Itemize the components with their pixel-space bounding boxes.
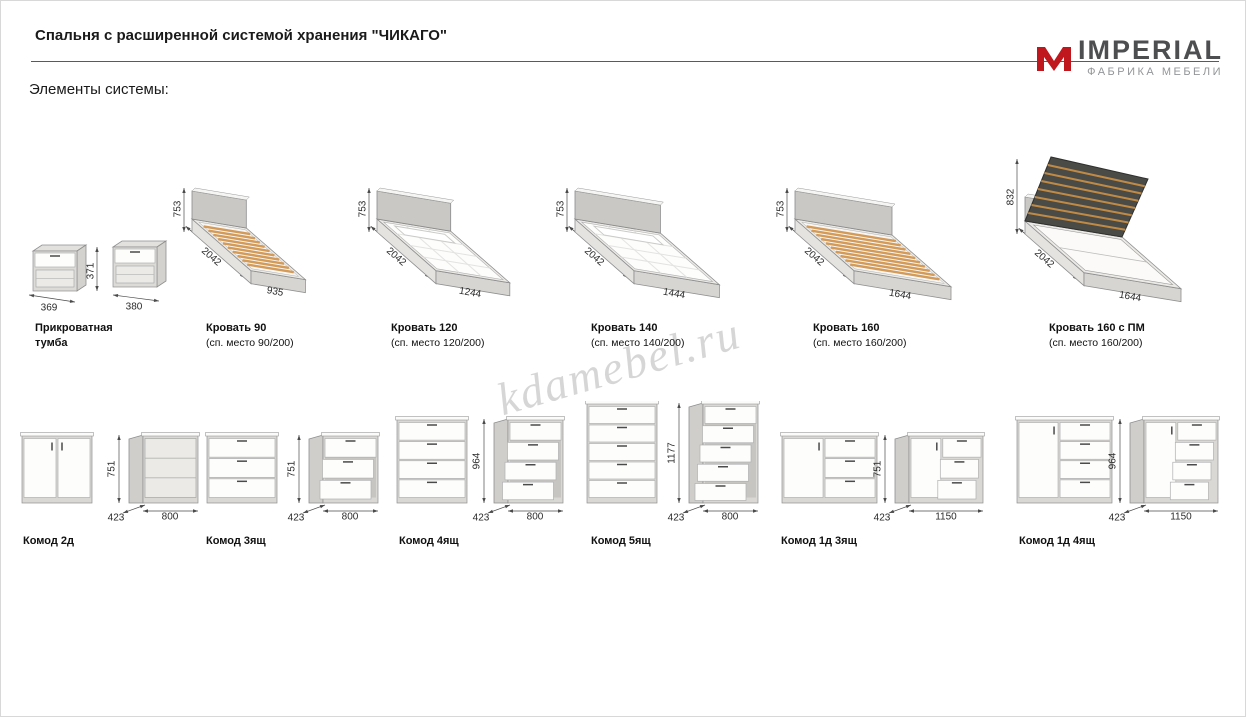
- dim-depth: 423: [472, 512, 490, 524]
- dim-depth: 423: [107, 512, 125, 524]
- dim-height: 371: [85, 262, 97, 280]
- dim-width: 1150: [1170, 511, 1192, 523]
- dim-width: 800: [341, 511, 359, 523]
- dim-height: 753: [357, 200, 369, 218]
- dim-height: 751: [106, 460, 118, 478]
- item-name: Комод 2д: [23, 535, 74, 547]
- dim-width: 800: [526, 511, 544, 523]
- chest-5dr-drawing: [585, 401, 760, 514]
- catalog-item-chest-1d3dr: 751 423 1150 Комод 1д 3ящ: [776, 401, 991, 561]
- catalog-item-bed-90: 753 2042 935 Кровать 90 (сп. место 90/20…: [172, 151, 356, 351]
- bed-160-lift-drawing: [1015, 156, 1183, 303]
- catalog-item-chest-4dr: 964 423 800 Комод 4ящ: [391, 401, 571, 561]
- item-name: Комод 1д 3ящ: [781, 535, 857, 547]
- dim-width: 800: [721, 511, 739, 523]
- dim-width: 800: [161, 511, 179, 523]
- dim-width: 1150: [935, 511, 957, 523]
- dim-depth: 423: [287, 512, 305, 524]
- item-name: Комод 1д 4ящ: [1019, 535, 1095, 547]
- dim-depth: 369: [40, 302, 58, 314]
- catalog-item-bed-140: 753 2042 1444 Кровать 140 (сп. место 140…: [555, 151, 757, 351]
- dim-depth: 423: [1108, 512, 1126, 524]
- item-subtitle: (сп. место 120/200): [391, 336, 485, 349]
- page-title: Спальня с расширенной системой хранения …: [35, 27, 448, 44]
- bed-120-drawing: [367, 187, 512, 297]
- dim-height: 753: [172, 200, 184, 218]
- item-name: Комод 3ящ: [206, 535, 266, 547]
- item-subtitle: (сп. место 90/200): [206, 336, 294, 349]
- catalog-item-bed-120: 753 2042 1244 Кровать 120 (сп. место 120…: [357, 151, 551, 351]
- item-subtitle: (сп. место 160/200): [813, 336, 907, 349]
- item-name: Кровать 120: [391, 322, 458, 334]
- item-name: Прикроватная тумба: [35, 322, 113, 349]
- chest-1d3dr-drawing: [780, 432, 985, 514]
- imperial-m-icon: [1036, 46, 1071, 71]
- catalog-item-bed-160: 753 2042 1644 Кровать 160 (сп. место 160…: [775, 151, 987, 351]
- bedside-table-drawing: [28, 240, 168, 303]
- dim-height: 753: [775, 200, 787, 218]
- brand-name: IMPERIAL: [1077, 35, 1223, 65]
- chest-3dr-drawing: [205, 432, 380, 514]
- bed-140-drawing: [565, 187, 721, 299]
- chest-1d4dr-drawing: [1015, 416, 1220, 514]
- dim-height: 751: [872, 460, 884, 478]
- item-name: Комод 5ящ: [591, 535, 651, 547]
- dim-height: 753: [555, 200, 567, 218]
- chest-4dr-drawing: [395, 416, 565, 514]
- dim-depth: 423: [667, 512, 685, 524]
- header-divider: [31, 61, 1219, 62]
- item-name: Кровать 160 с ПМ: [1049, 322, 1145, 334]
- catalog-item-chest-5dr: 1177 423 800 Комод 5ящ: [581, 401, 766, 561]
- dim-height: 1177: [666, 442, 678, 464]
- bed-90-drawing: [182, 187, 307, 294]
- dim-depth: 423: [873, 512, 891, 524]
- item-subtitle: (сп. место 160/200): [1049, 336, 1143, 349]
- item-name: Комод 4ящ: [399, 535, 459, 547]
- catalog-item-bed-160-lift: 832 2042 1644 Кровать 160 с ПМ (сп. мест…: [1005, 151, 1239, 351]
- dim-height: 964: [471, 452, 483, 470]
- item-subtitle: (сп. место 140/200): [591, 336, 685, 349]
- item-name: Кровать 160: [813, 322, 880, 334]
- catalog-item-chest-3dr: 751 423 800 Комод 3ящ: [201, 401, 386, 561]
- dim-height: 832: [1005, 188, 1017, 206]
- chest-2d-drawing: [20, 432, 200, 514]
- item-name: Кровать 140: [591, 322, 658, 334]
- section-title: Элементы системы:: [29, 81, 169, 98]
- bed-160-drawing: [785, 187, 953, 301]
- brand-logo: IMPERIAL ФАБРИКА МЕБЕЛИ: [1036, 37, 1223, 78]
- dim-height: 751: [286, 460, 298, 478]
- catalog-item-chest-2d: 751 423 800 Комод 2д: [16, 401, 206, 561]
- catalog-item-chest-1d4dr: 964 423 1150 Комод 1д 4ящ: [1011, 401, 1226, 561]
- brand-tagline: ФАБРИКА МЕБЕЛИ: [1087, 66, 1223, 78]
- item-name: Кровать 90: [206, 322, 267, 334]
- dim-height: 964: [1107, 452, 1119, 470]
- dim-width: 380: [125, 301, 143, 313]
- catalog-item-bedside-table: 371 369 380 Прикроватная тумба: [19, 151, 184, 351]
